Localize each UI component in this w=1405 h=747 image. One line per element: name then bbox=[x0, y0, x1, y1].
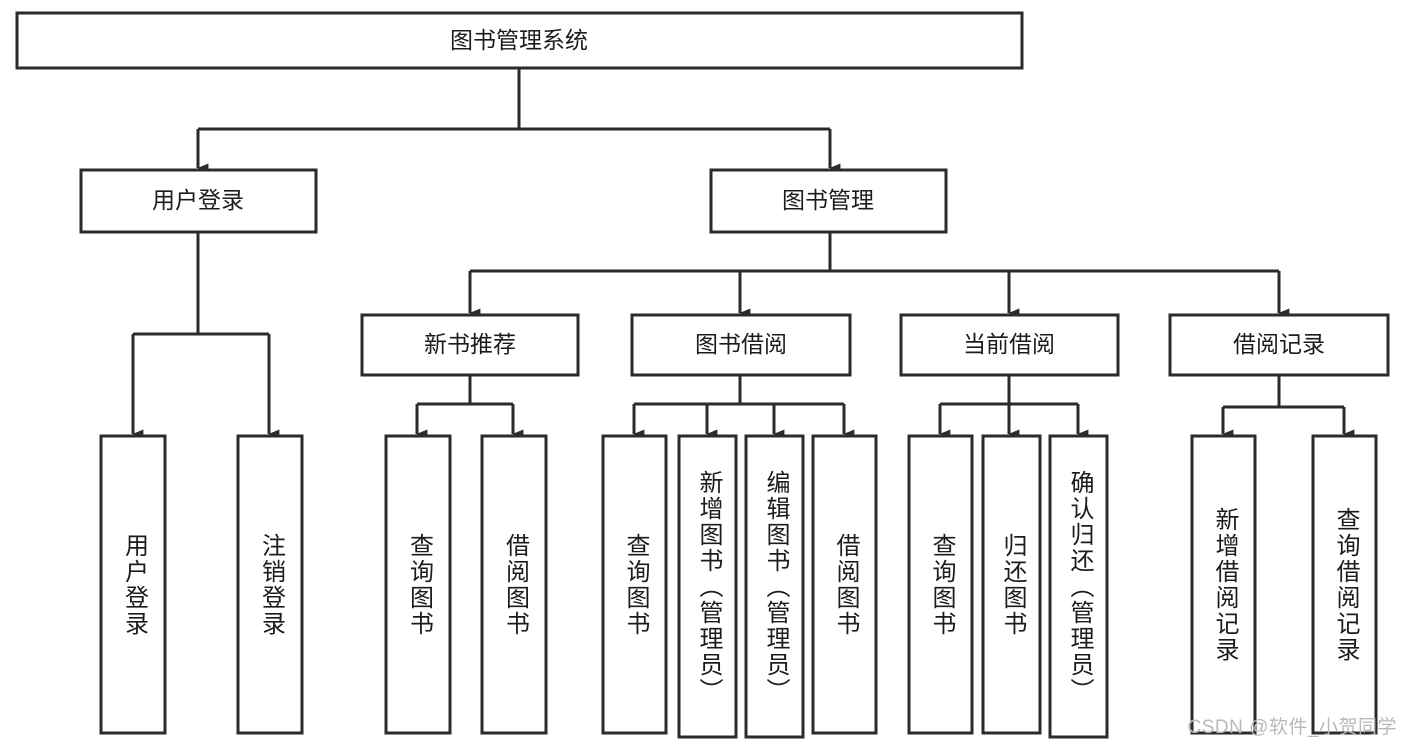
node-user-login[interactable]: 用户登录 bbox=[79, 168, 318, 234]
leaf-box-query-book-1[interactable] bbox=[384, 434, 452, 735]
node-current-borrow[interactable]: 当前借阅 bbox=[899, 313, 1120, 377]
leaf-box-add-book[interactable] bbox=[677, 434, 738, 739]
node-borrow-record[interactable]: 借阅记录 bbox=[1168, 313, 1390, 377]
node-new-book-recommend[interactable]: 新书推荐 bbox=[360, 313, 580, 377]
node-borrow-record-label: 借阅记录 bbox=[1233, 331, 1325, 357]
node-current-borrow-label: 当前借阅 bbox=[963, 331, 1055, 357]
leaf-box-query-book-3[interactable] bbox=[907, 434, 974, 735]
leaf-box-query-record[interactable] bbox=[1311, 434, 1378, 735]
node-current-borrow-box[interactable] bbox=[899, 313, 1120, 377]
node-new-book-recommend-label: 新书推荐 bbox=[424, 331, 516, 357]
leaf-box-add-record[interactable] bbox=[1190, 434, 1257, 735]
leaf-box-query-book-2[interactable] bbox=[601, 434, 668, 735]
node-root[interactable]: 图书管理系统 bbox=[15, 11, 1024, 70]
node-borrow-record-box[interactable] bbox=[1168, 313, 1390, 377]
node-new-book-recommend-box[interactable] bbox=[360, 313, 580, 377]
node-root-label: 图书管理系统 bbox=[450, 27, 588, 53]
leaf-box-confirm-return[interactable] bbox=[1048, 434, 1109, 739]
leaf-box-logout-login[interactable] bbox=[236, 434, 304, 735]
leaf-box-borrow-book-1[interactable] bbox=[480, 434, 548, 735]
node-user-login-box[interactable] bbox=[79, 168, 318, 234]
node-user-login-label: 用户登录 bbox=[152, 187, 244, 213]
node-book-manage[interactable]: 图书管理 bbox=[709, 168, 948, 234]
leaf-box-return-book[interactable] bbox=[981, 434, 1042, 735]
node-book-manage-box[interactable] bbox=[709, 168, 948, 234]
csdn-watermark: CSDN @软件_小贺同学 bbox=[1187, 717, 1397, 738]
node-root-box[interactable] bbox=[15, 11, 1024, 70]
node-book-borrow[interactable]: 图书借阅 bbox=[630, 313, 852, 377]
node-book-borrow-label: 图书借阅 bbox=[695, 331, 787, 357]
node-book-manage-label: 图书管理 bbox=[782, 187, 874, 213]
leaf-box-edit-book[interactable] bbox=[744, 434, 805, 739]
leaf-box-user-login[interactable] bbox=[99, 434, 167, 735]
node-book-borrow-box[interactable] bbox=[630, 313, 852, 377]
leaf-box-borrow-book-2[interactable] bbox=[811, 434, 878, 735]
